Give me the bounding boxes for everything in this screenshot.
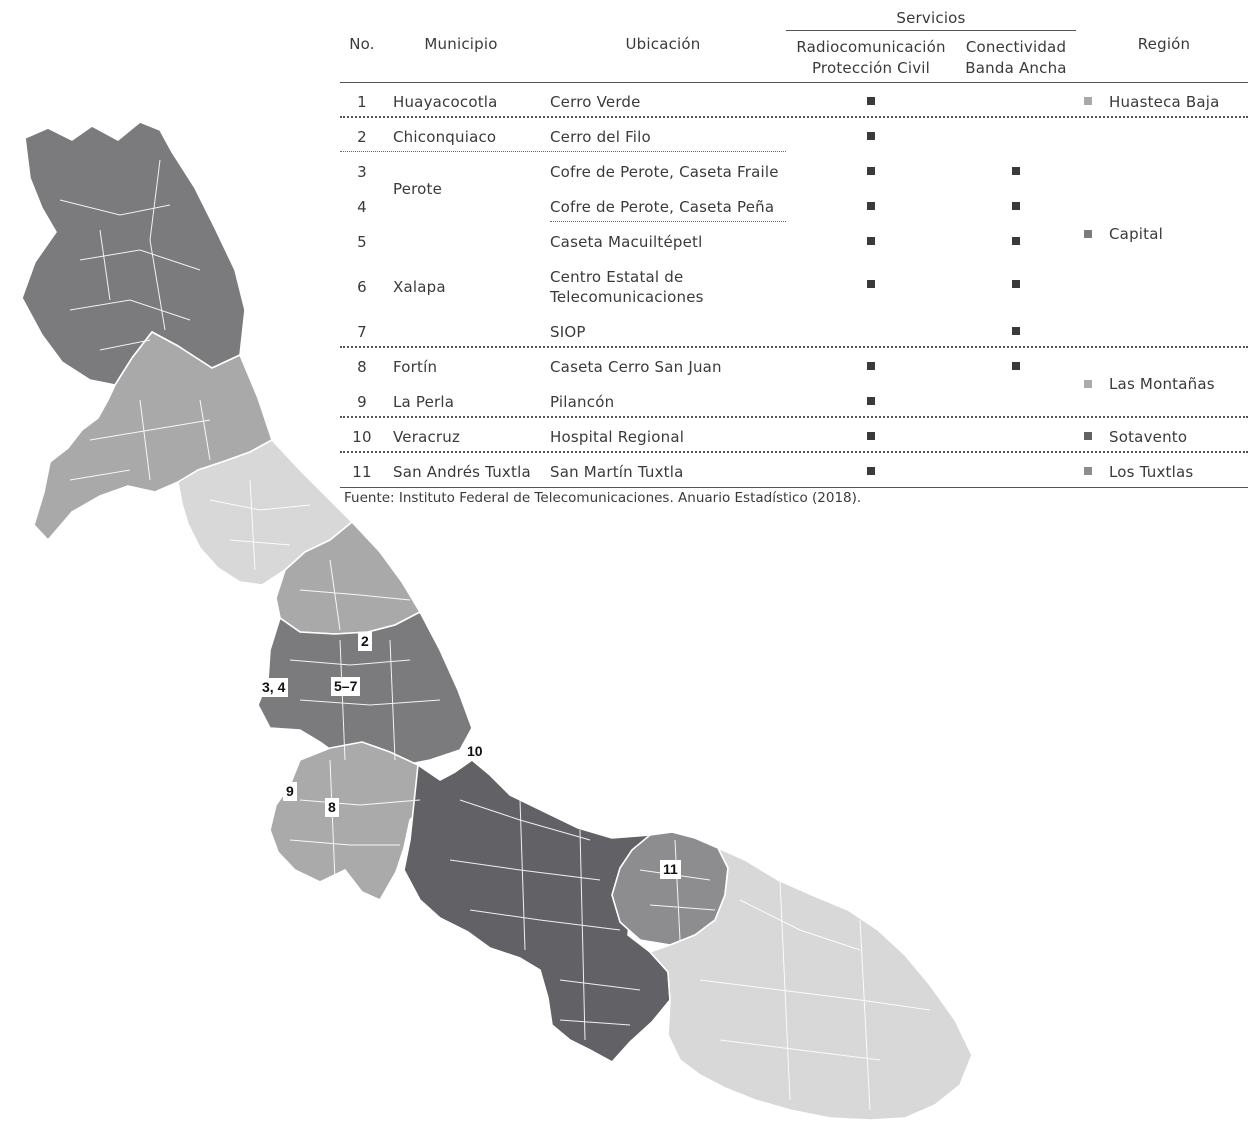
region-sotavento [403,759,671,1063]
servicios-underline [786,30,1076,31]
row-separator [340,346,1248,348]
header-rule [340,82,1248,83]
row-2-ubicacion: Cerro del Filo [550,128,651,146]
row-10-no: 10 [352,428,372,446]
region-huasteca-baja-label: Huasteca Baja [1109,93,1220,111]
region-huasteca-alta [21,121,246,386]
row-5-no: 5 [357,233,367,251]
map-label-3-4: 3, 4 [259,678,289,697]
region-capital-label: Capital [1109,225,1163,243]
map-label-8: 8 [325,798,339,817]
row-6-ubicacion-line1: Centro Estatal de [550,268,684,286]
region-swatch-los-tuxtlas [1084,467,1092,475]
row-1-ubicacion: Cerro Verde [550,93,641,111]
conect-marker [1012,167,1020,175]
header-conect-line1: Conectividad [965,38,1067,56]
header-radio-line1: Radiocomunicación [796,38,946,56]
radio-marker [867,467,875,475]
table-bottom-rule [340,487,1248,488]
row-9-no: 9 [357,393,367,411]
row-9-ubicacion: Pilancón [550,393,615,411]
header-radio-line2: Protección Civil [811,59,931,77]
conect-marker [1012,362,1020,370]
header-servicios: Servicios [896,9,966,27]
region-las-montanas-label: Las Montañas [1109,375,1215,393]
radio-marker [867,397,875,405]
region-swatch-huasteca-baja [1084,97,1092,105]
radio-marker [867,132,875,140]
map-label-5-7: 5–7 [331,677,361,696]
radio-marker [867,167,875,175]
row-1-municipio: Huayacocotla [393,93,498,111]
row-4-no: 4 [357,198,367,216]
conect-marker [1012,237,1020,245]
row-2-no: 2 [357,128,367,146]
map-label-2: 2 [358,632,372,651]
row-7-ubicacion: SIOP [550,323,586,341]
row-8-no: 8 [357,358,367,376]
header-no: No. [349,35,375,53]
row-5-7-municipio: Xalapa [393,278,446,296]
region-olmeca [649,847,973,1121]
row-separator [550,221,786,222]
row-4-ubicacion: Cofre de Perote, Caseta Peña [550,198,775,216]
radio-marker [867,202,875,210]
source-note: Fuente: Instituto Federal de Telecomunic… [344,490,862,506]
row-8-ubicacion: Caseta Cerro San Juan [550,358,722,376]
municipal-borders [59,159,931,1111]
map-label-11: 11 [660,860,681,879]
region-capital [257,611,473,771]
row-11-ubicacion: San Martín Tuxtla [550,463,684,481]
region-swatch-las-montanas [1084,380,1092,388]
radio-marker [867,237,875,245]
row-10-municipio: Veracruz [393,428,461,446]
row-3-4-municipio: Perote [393,180,443,198]
row-11-no: 11 [352,463,372,481]
header-municipio: Municipio [424,35,498,53]
conect-marker [1012,280,1020,288]
row-1-no: 1 [357,93,367,111]
row-3-ubicacion: Cofre de Perote, Caseta Fraile [550,163,779,181]
radio-marker [867,432,875,440]
region-sotavento-label: Sotavento [1109,428,1188,446]
header-ubicacion: Ubicación [625,35,701,53]
row-7-no: 7 [357,323,367,341]
map-label-10: 10 [464,742,486,761]
region-los-tuxtlas-label: Los Tuxtlas [1109,463,1194,481]
region-swatch-sotavento [1084,432,1092,440]
row-separator [340,451,1248,453]
region-huasteca-baja [33,331,273,541]
header-region: Región [1137,35,1191,53]
row-2-municipio: Chiconquiaco [393,128,497,146]
row-6-no: 6 [357,278,367,296]
row-6-ubicacion-line2: Telecomunicaciones [550,288,704,306]
row-8-municipio: Fortín [393,358,438,376]
row-separator [340,416,1248,418]
row-separator [340,151,786,152]
conect-marker [1012,327,1020,335]
row-10-ubicacion: Hospital Regional [550,428,685,446]
row-11-municipio: San Andrés Tuxtla [393,463,531,481]
row-3-no: 3 [357,163,367,181]
radio-marker [867,362,875,370]
header-conect-line2: Banda Ancha [965,59,1067,77]
row-9-municipio: La Perla [393,393,455,411]
radio-marker [867,280,875,288]
row-separator [340,116,1248,118]
row-5-ubicacion: Caseta Macuiltépetl [550,233,703,251]
map-label-9: 9 [283,782,297,801]
region-swatch-capital [1084,230,1092,238]
radio-marker [867,97,875,105]
conect-marker [1012,202,1020,210]
